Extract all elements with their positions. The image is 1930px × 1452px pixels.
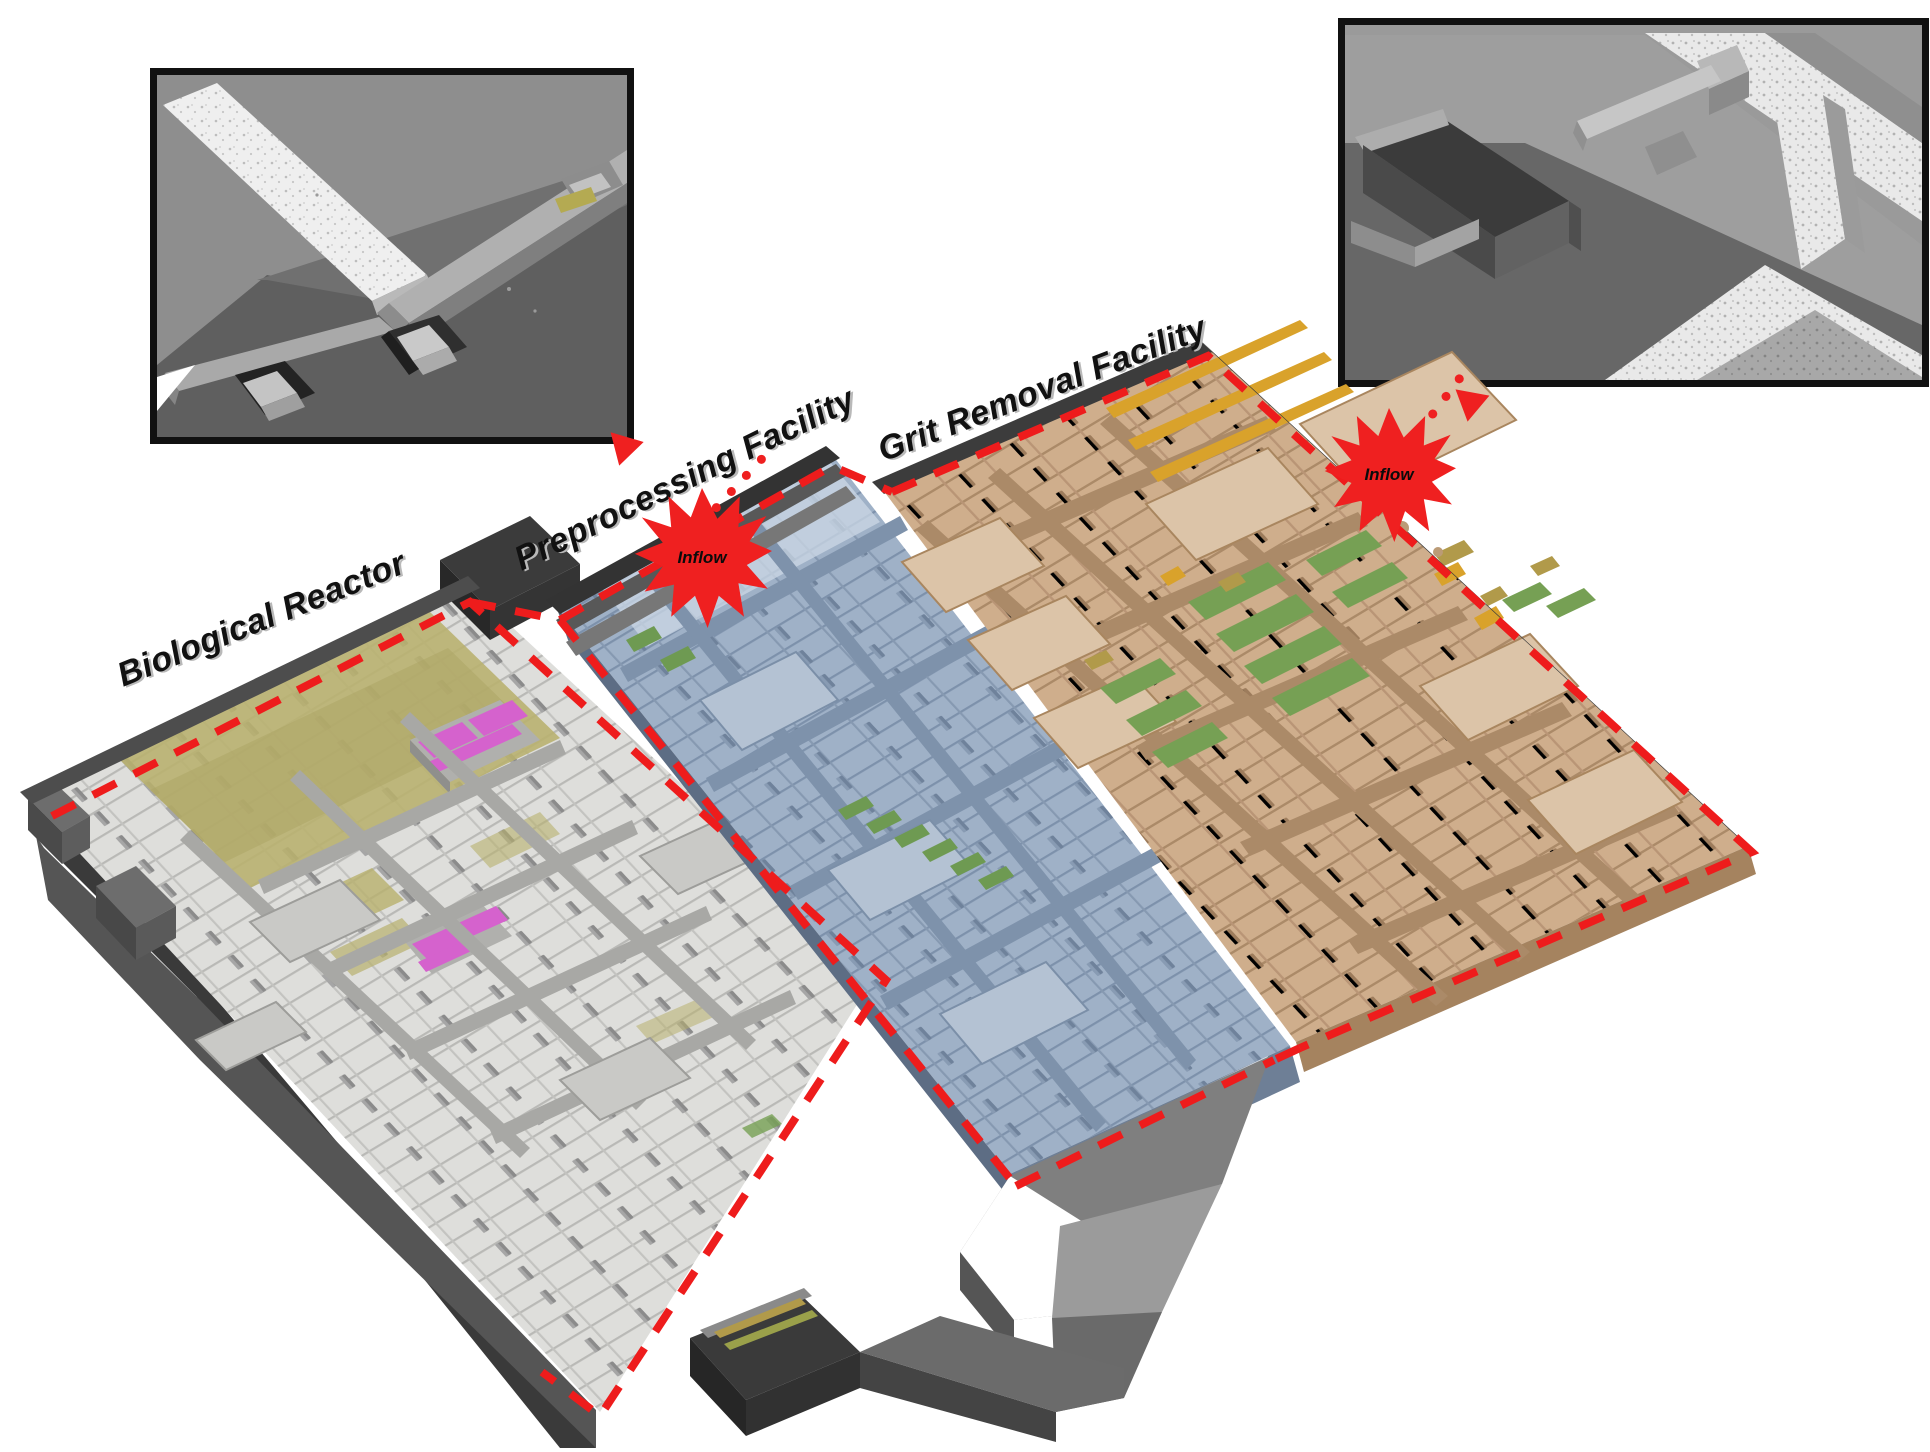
- boundary-dashed-outline: [50, 351, 1760, 1422]
- equipment-green-preprocessing: [626, 626, 1014, 890]
- inflow-label-preprocessing: Inflow: [677, 548, 727, 567]
- outfall-structure: [690, 1056, 1270, 1442]
- inset-panel-right: [1338, 18, 1929, 387]
- internal-walls-reactor: [180, 712, 796, 1158]
- marker-inflow-grit: Inflow: [1322, 408, 1456, 542]
- inset-panel-left: [150, 68, 634, 444]
- inflow-label-grit: Inflow: [1364, 465, 1414, 484]
- equipment-olive-grit: [1084, 540, 1560, 670]
- equipment-amber-grit: [1106, 320, 1504, 630]
- inset-left-graphic: [157, 75, 627, 437]
- zone-biological-reactor: [20, 516, 880, 1448]
- zone-preprocessing-facility: [546, 446, 1300, 1226]
- inset-right-graphic: [1345, 25, 1922, 380]
- equipment-green-grit: [1100, 530, 1596, 768]
- marker-inflow-preprocessing: Inflow: [632, 488, 772, 628]
